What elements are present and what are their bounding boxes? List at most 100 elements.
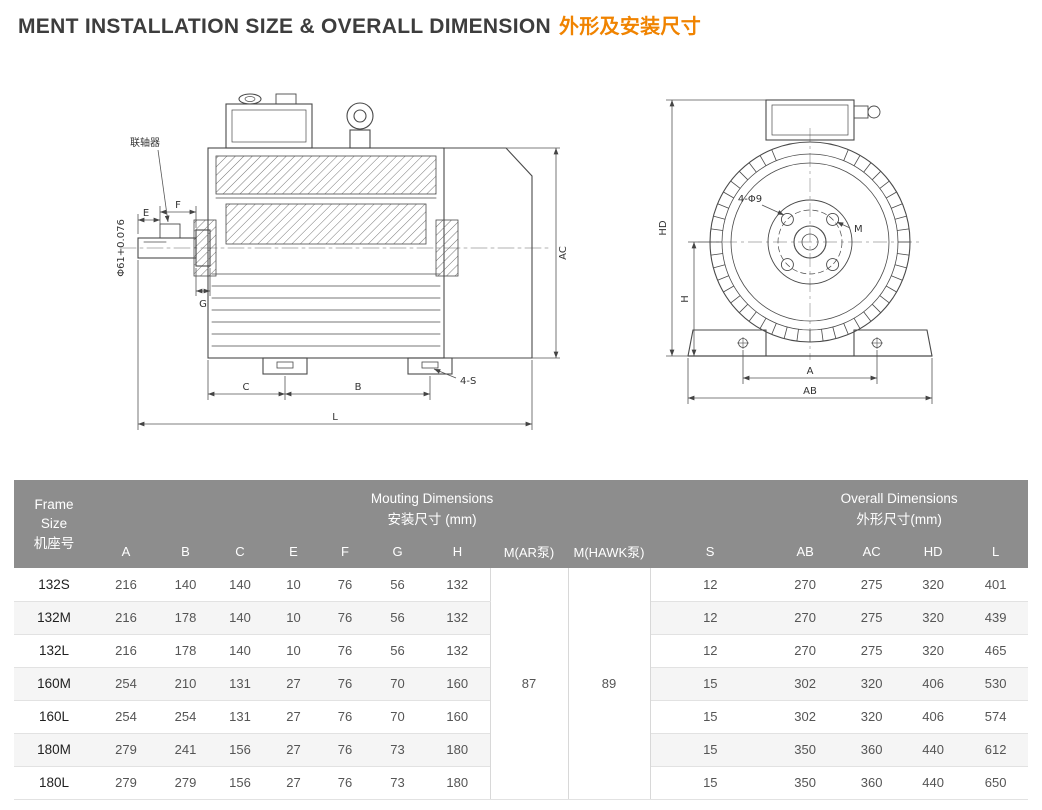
value-cell: 56 xyxy=(370,568,425,602)
motor-side-view xyxy=(119,93,549,375)
frame-size-header: Frame Size 机座号 xyxy=(14,480,94,568)
value-cell: 216 xyxy=(94,568,158,602)
value-cell: 279 xyxy=(158,766,213,800)
foot-hole-left xyxy=(737,337,749,349)
value-cell: 320 xyxy=(903,601,964,635)
value-cell: 140 xyxy=(213,568,267,602)
mounting-feet xyxy=(262,357,453,375)
dim-label-l: L xyxy=(332,412,338,423)
value-cell: 612 xyxy=(963,733,1029,767)
flange-circle xyxy=(767,199,853,285)
side-view-dimensions xyxy=(137,147,560,430)
value-cell: 76 xyxy=(320,667,370,701)
value-cell: 574 xyxy=(963,700,1029,734)
value-cell: 440 xyxy=(903,733,964,767)
dimension-table: Frame Size 机座号 Mouting Dimensions 安装尺寸 (… xyxy=(14,480,1029,800)
motor-frame xyxy=(207,147,445,359)
value-cell: 56 xyxy=(370,634,425,668)
frame-size-cell: 160M xyxy=(14,667,94,701)
value-cell: 270 xyxy=(770,634,841,668)
col-header-g: G xyxy=(370,540,425,568)
value-cell: 15 xyxy=(650,766,771,800)
dim-label-a: A xyxy=(807,366,814,377)
lifting-eye-bolt xyxy=(346,102,374,149)
value-cell: 132 xyxy=(425,601,490,635)
col-header-c: C xyxy=(213,540,267,568)
frame-header-line3: 机座号 xyxy=(33,535,75,551)
frame-size-cell: 132L xyxy=(14,634,94,668)
dim-label-m: M xyxy=(854,224,863,235)
frame-header-line2: Size xyxy=(40,516,68,532)
value-cell: 15 xyxy=(650,667,771,701)
value-cell: 216 xyxy=(94,601,158,635)
value-cell: 27 xyxy=(267,766,320,800)
value-cell: 76 xyxy=(320,766,370,800)
motor-front-view xyxy=(687,99,933,360)
value-cell: 10 xyxy=(267,568,320,602)
value-cell: 320 xyxy=(903,634,964,668)
value-cell: 131 xyxy=(213,700,267,734)
group-header-row: Frame Size 机座号 Mouting Dimensions 安装尺寸 (… xyxy=(14,480,1029,568)
value-cell: 15 xyxy=(650,733,771,767)
frame-header-line1: Frame xyxy=(34,496,74,512)
value-cell: 320 xyxy=(840,667,904,701)
value-cell: 70 xyxy=(370,667,425,701)
value-cell: 275 xyxy=(840,568,904,602)
frame-size-cell: 180M xyxy=(14,733,94,767)
value-cell: 270 xyxy=(770,601,841,635)
dim-label-ac: AC xyxy=(558,246,569,260)
value-cell: 275 xyxy=(840,601,904,635)
value-cell: 180 xyxy=(425,766,490,800)
col-header-hd: HD xyxy=(903,540,964,568)
overall-header-en: Overall Dimensions xyxy=(840,491,958,507)
frame-size-cell: 132S xyxy=(14,568,94,602)
value-cell: 160 xyxy=(425,667,490,701)
col-header-ac: AC xyxy=(840,540,904,568)
bolt-holes-label: 4-Φ9 xyxy=(738,194,762,205)
value-cell: 279 xyxy=(94,766,158,800)
col-header-ab: AB xyxy=(770,540,841,568)
dim-label-ab: AB xyxy=(803,386,817,397)
overall-dimensions-header: Overall Dimensions 外形尺寸(mm) xyxy=(770,480,1029,540)
value-cell: 360 xyxy=(840,766,904,800)
frame-size-cell: 180L xyxy=(14,766,94,800)
body-circle xyxy=(730,162,890,322)
col-header-s: S xyxy=(650,540,771,568)
value-cell: 140 xyxy=(213,601,267,635)
shaft xyxy=(137,223,211,267)
dim-label-f: F xyxy=(175,200,181,211)
value-cell: 56 xyxy=(370,601,425,635)
value-cell: 350 xyxy=(770,766,841,800)
frame-size-cell: 160L xyxy=(14,700,94,734)
dim-label-e: E xyxy=(143,208,149,219)
value-cell: 178 xyxy=(158,601,213,635)
value-cell: 254 xyxy=(94,700,158,734)
value-cell: 401 xyxy=(963,568,1029,602)
front-view-dimensions xyxy=(666,99,933,404)
col-header-m-ar: M(AR泵) xyxy=(490,540,568,568)
value-cell: 440 xyxy=(903,766,964,800)
bearing-housing-right xyxy=(435,219,459,277)
motor-side-view-drawing: 联轴器 E F Φ61+0.076 G C B L AC 4-S xyxy=(116,93,569,430)
value-cell: 27 xyxy=(267,700,320,734)
shaft-diameter-label: Φ61+0.076 xyxy=(116,219,127,277)
col-header-b: B xyxy=(158,540,213,568)
col-header-l: L xyxy=(963,540,1029,568)
value-cell: 131 xyxy=(213,667,267,701)
fan-cover xyxy=(443,147,533,359)
value-cell: 27 xyxy=(267,667,320,701)
value-cell: 76 xyxy=(320,634,370,668)
column-header-row: A B C E F G H M(AR泵) M(HAWK泵) S AB AC HD… xyxy=(14,540,1029,568)
value-cell: 156 xyxy=(213,766,267,800)
dim-label-hd: HD xyxy=(658,220,669,236)
overall-header-zh: 外形尺寸(mm) xyxy=(856,512,942,527)
col-header-m-hawk: M(HAWK泵) xyxy=(568,540,650,568)
dim-label-c: C xyxy=(243,382,250,393)
mounting-dimensions-header: Mouting Dimensions 安装尺寸 (mm) xyxy=(94,480,771,540)
mounting-header-en: Mouting Dimensions xyxy=(370,491,494,507)
page-title-en: MENT INSTALLATION SIZE & OVERALL DIMENSI… xyxy=(18,15,551,38)
value-cell: 12 xyxy=(650,568,771,602)
